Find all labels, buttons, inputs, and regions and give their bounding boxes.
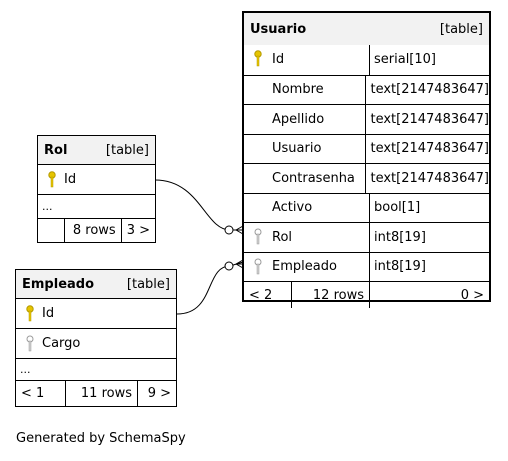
column-row[interactable]: Id	[38, 164, 155, 194]
column-name-cell: Contrasenha	[244, 164, 367, 193]
column-row[interactable]: Id serial[10]	[244, 45, 489, 75]
rol-link-crowfoot	[235, 225, 244, 235]
empleado-to-usuario-link	[176, 261, 244, 315]
column-row[interactable]: Apellido text[2147483647]	[244, 104, 489, 134]
column-name-cell: Apellido	[244, 105, 367, 134]
row-count: 8 rows	[63, 219, 121, 242]
table-title: Usuario	[250, 21, 307, 37]
column-name: Contrasenha	[272, 170, 355, 186]
usuario-table[interactable]: Usuario [table] Id serial[10] Nombre text[2…	[242, 11, 491, 308]
column-name: Id	[272, 52, 285, 68]
table-type-tag: [table]	[105, 142, 149, 158]
column-name: Id	[64, 172, 77, 187]
rol-table[interactable]: Rol [table] Id ... 8 rows 3 >	[37, 135, 156, 243]
row-count: 11 rows	[65, 381, 137, 406]
column-name-cell: Usuario	[244, 134, 367, 163]
usuario-table-footer: < 2 12 rows 0 >	[244, 281, 489, 308]
column-name: Empleado	[272, 259, 337, 275]
usuario-table-header: Usuario [table]	[244, 13, 489, 45]
column-name-cell: Empleado	[244, 252, 370, 281]
primary-key-icon	[48, 171, 56, 188]
column-row[interactable]: Empleado int8[19]	[244, 251, 489, 281]
table-title: Rol	[44, 142, 68, 158]
column-name: Id	[42, 306, 55, 321]
column-name-cell: Rol	[244, 223, 370, 252]
column-name-cell: Activo	[244, 193, 370, 222]
column-type: int8[19]	[374, 259, 426, 275]
children-count[interactable]: 3 >	[120, 219, 155, 242]
column-type: text[2147483647]	[370, 141, 489, 157]
column-name-cell: Id	[244, 45, 370, 75]
column-name-cell: Nombre	[244, 75, 367, 104]
more-columns-ellipsis: ...	[16, 358, 176, 380]
empleado-table-header: Empleado [table]	[16, 270, 176, 298]
foreign-key-icon	[26, 335, 34, 352]
column-name: Rol	[272, 229, 293, 245]
parents-count[interactable]	[38, 219, 64, 242]
column-row[interactable]: Id	[16, 298, 176, 328]
column-row[interactable]: Cargo	[16, 328, 176, 358]
column-name: Cargo	[42, 336, 81, 351]
rol-table-footer: 8 rows 3 >	[38, 218, 155, 242]
empleado-table[interactable]: Empleado [table] Id Cargo ... < 1 11 row…	[15, 269, 177, 407]
empleado-table-footer: < 1 11 rows 9 >	[16, 380, 176, 406]
column-row[interactable]: Usuario text[2147483647]	[244, 133, 489, 163]
rol-link-optional-marker	[224, 225, 234, 235]
foreign-key-icon	[254, 228, 262, 245]
parents-count[interactable]: < 1	[21, 386, 45, 401]
generated-by-text[interactable]: Generated by SchemaSpy	[16, 431, 186, 446]
row-count: 12 rows	[291, 282, 369, 308]
primary-key-icon	[254, 50, 262, 67]
column-row[interactable]: Rol int8[19]	[244, 222, 489, 252]
rol-table-header: Rol [table]	[38, 136, 155, 164]
table-type-tag: [table]	[439, 21, 483, 37]
empleado-link-optional-marker	[224, 261, 234, 271]
column-name: Apellido	[272, 111, 325, 127]
more-columns-ellipsis: ...	[38, 194, 155, 218]
column-row[interactable]: Activo bool[1]	[244, 192, 489, 222]
table-title: Empleado	[22, 276, 95, 292]
foreign-key-icon	[254, 258, 262, 274]
column-type: text[2147483647]	[370, 111, 489, 127]
parents-count[interactable]: < 2	[249, 287, 273, 303]
primary-key-icon	[26, 305, 34, 322]
rol-to-usuario-link	[154, 179, 243, 231]
column-name: Usuario	[272, 141, 322, 157]
column-row[interactable]: Contrasenha text[2147483647]	[244, 163, 489, 193]
column-type: int8[19]	[374, 229, 426, 245]
column-type: bool[1]	[374, 200, 421, 216]
column-name: Activo	[272, 200, 313, 216]
column-type: text[2147483647]	[370, 82, 489, 98]
children-count[interactable]: 9 >	[137, 381, 176, 406]
table-type-tag: [table]	[126, 276, 170, 292]
empleado-link-crowfoot	[235, 259, 244, 269]
column-row[interactable]: Nombre text[2147483647]	[244, 74, 489, 104]
column-type: serial[10]	[374, 52, 436, 68]
column-type: text[2147483647]	[370, 170, 489, 186]
column-name: Nombre	[272, 82, 324, 98]
children-count[interactable]: 0 >	[369, 282, 489, 308]
